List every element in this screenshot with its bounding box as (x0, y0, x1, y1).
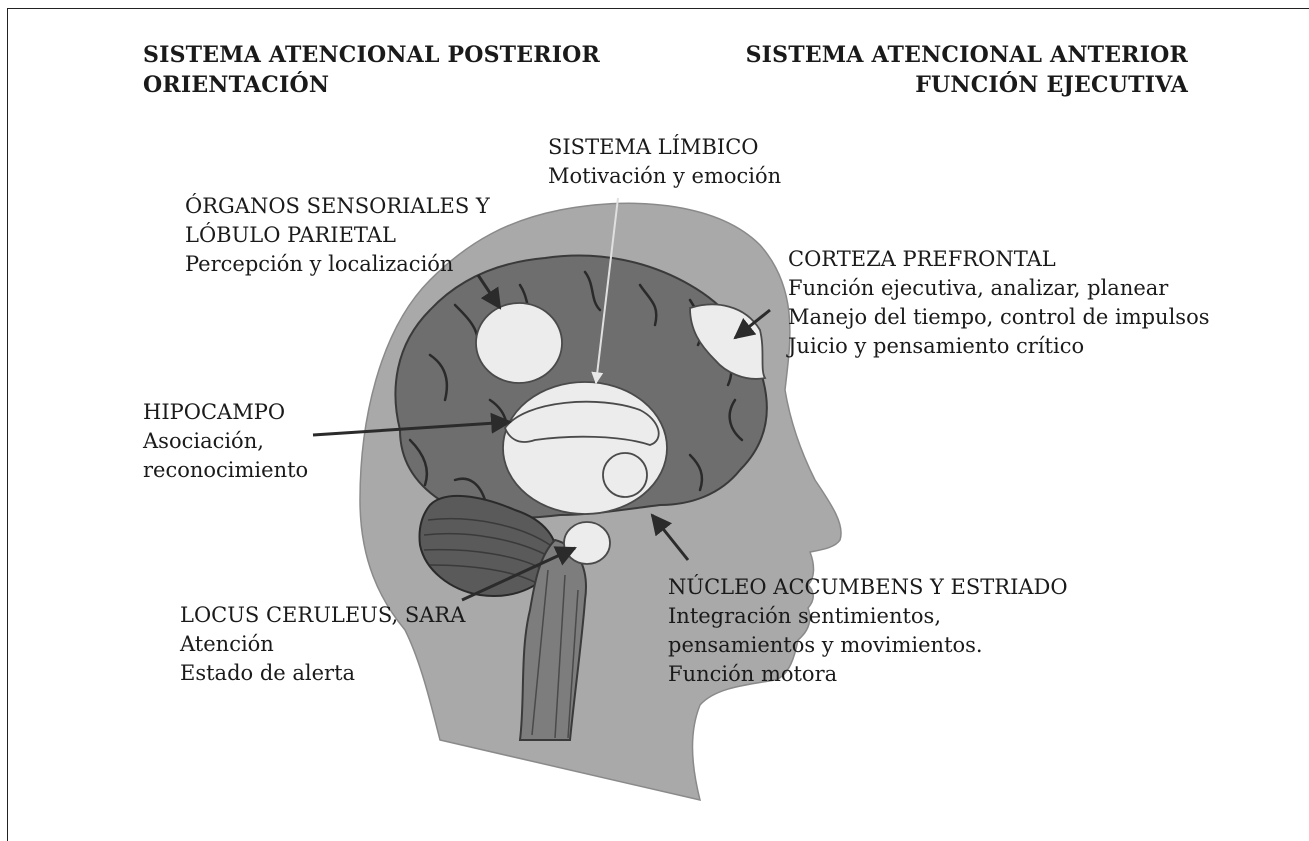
prefrontal-desc-2: Manejo del tiempo, control de impulsos (788, 303, 1210, 332)
locus-title: LOCUS CERULEUS, SARA (180, 601, 465, 630)
posterior-subtitle: ORIENTACIÓN (143, 70, 600, 100)
label-accumbens: NÚCLEO ACCUMBENS Y ESTRIADO Integración … (668, 573, 1068, 689)
posterior-system-heading: SISTEMA ATENCIONAL POSTERIOR ORIENTACIÓN (143, 40, 600, 100)
prefrontal-title: CORTEZA PREFRONTAL (788, 245, 1210, 274)
organos-title-2: LÓBULO PARIETAL (185, 221, 490, 250)
organos-desc: Percepción y localización (185, 250, 490, 279)
anterior-title: SISTEMA ATENCIONAL ANTERIOR (746, 40, 1188, 70)
locus-desc-1: Atención (180, 630, 465, 659)
hipocampo-title: HIPOCAMPO (143, 398, 308, 427)
limbico-title: SISTEMA LÍMBICO (548, 133, 781, 162)
label-organos: ÓRGANOS SENSORIALES Y LÓBULO PARIETAL Pe… (185, 192, 490, 279)
accumbens-desc-1: Integración sentimientos, (668, 602, 1068, 631)
locus-ceruleus-region (564, 522, 610, 564)
organos-title-1: ÓRGANOS SENSORIALES Y (185, 192, 490, 221)
accumbens-title: NÚCLEO ACCUMBENS Y ESTRIADO (668, 573, 1068, 602)
label-prefrontal: CORTEZA PREFRONTAL Función ejecutiva, an… (788, 245, 1210, 361)
locus-desc-2: Estado de alerta (180, 659, 465, 688)
striatum-region (603, 453, 647, 497)
posterior-title: SISTEMA ATENCIONAL POSTERIOR (143, 40, 600, 70)
accumbens-desc-2: pensamientos y movimientos. (668, 631, 1068, 660)
anterior-subtitle: FUNCIÓN EJECUTIVA (746, 70, 1188, 100)
parietal-region (476, 303, 562, 383)
prefrontal-desc-1: Función ejecutiva, analizar, planear (788, 274, 1210, 303)
limbico-desc: Motivación y emoción (548, 162, 781, 191)
hipocampo-desc-2: reconocimiento (143, 456, 308, 485)
label-hipocampo: HIPOCAMPO Asociación, reconocimiento (143, 398, 308, 485)
prefrontal-desc-3: Juicio y pensamiento crítico (788, 332, 1210, 361)
label-limbico: SISTEMA LÍMBICO Motivación y emoción (548, 133, 781, 191)
hipocampo-desc-1: Asociación, (143, 427, 308, 456)
accumbens-desc-3: Función motora (668, 660, 1068, 689)
anterior-system-heading: SISTEMA ATENCIONAL ANTERIOR FUNCIÓN EJEC… (746, 40, 1188, 100)
label-locus: LOCUS CERULEUS, SARA Atención Estado de … (180, 601, 465, 688)
